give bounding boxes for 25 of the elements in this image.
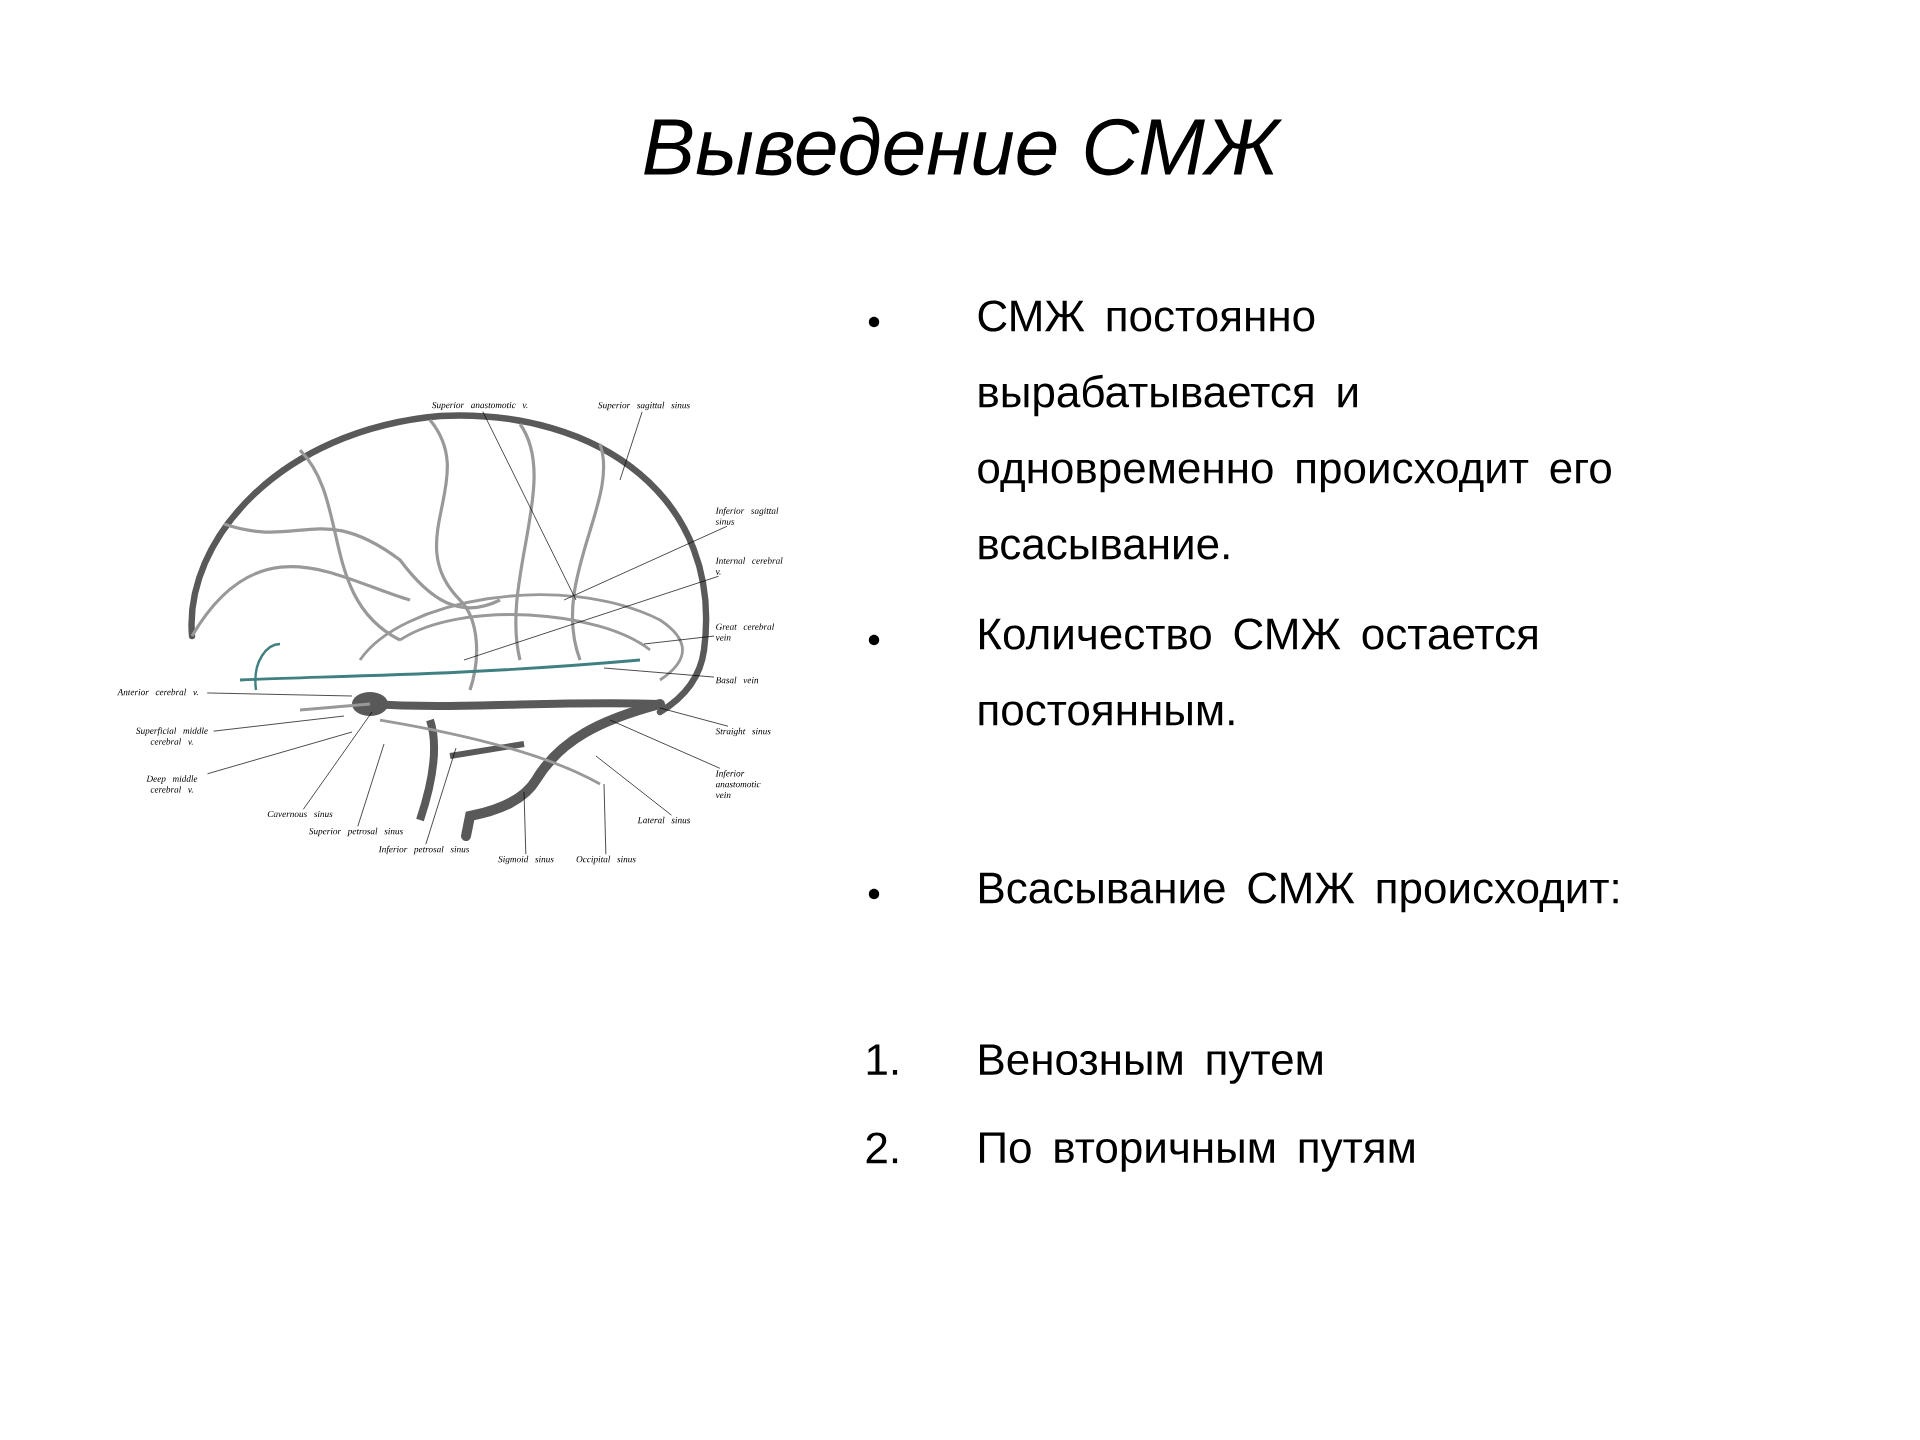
leader-line (603, 667, 715, 678)
bullet-text: Всасывание СМЖ происходит: (980, 872, 1618, 913)
leader-line (482, 411, 577, 601)
leader-line (659, 707, 729, 727)
bullet-text: Количество СМЖ остается постоянным. (979, 618, 1537, 726)
leader-line (523, 791, 527, 855)
leader-line (603, 783, 607, 855)
leader-line (213, 715, 345, 732)
leader-line (619, 411, 643, 481)
bullet-text: По вторичным путям (980, 1132, 1414, 1172)
leader-line (425, 747, 457, 845)
leader-line (609, 719, 721, 769)
bullet-text: СМЖ постоянно вырабатывается и одновременно происходит его всасывание. (978, 300, 1611, 560)
leader-line (207, 731, 353, 775)
leader-line (206, 692, 353, 697)
list-number: 2. (866, 1132, 898, 1164)
leader-line (357, 743, 385, 827)
leader-line (595, 755, 672, 816)
leader-line (563, 525, 728, 601)
leader-line (463, 575, 719, 661)
leader-line (302, 711, 373, 810)
leader-line (643, 635, 715, 645)
bullet-text: Венозным путем (980, 1044, 1322, 1084)
list-number: 1. (867, 1044, 898, 1075)
slide-title: Выведение СМЖ (644, 116, 1283, 176)
